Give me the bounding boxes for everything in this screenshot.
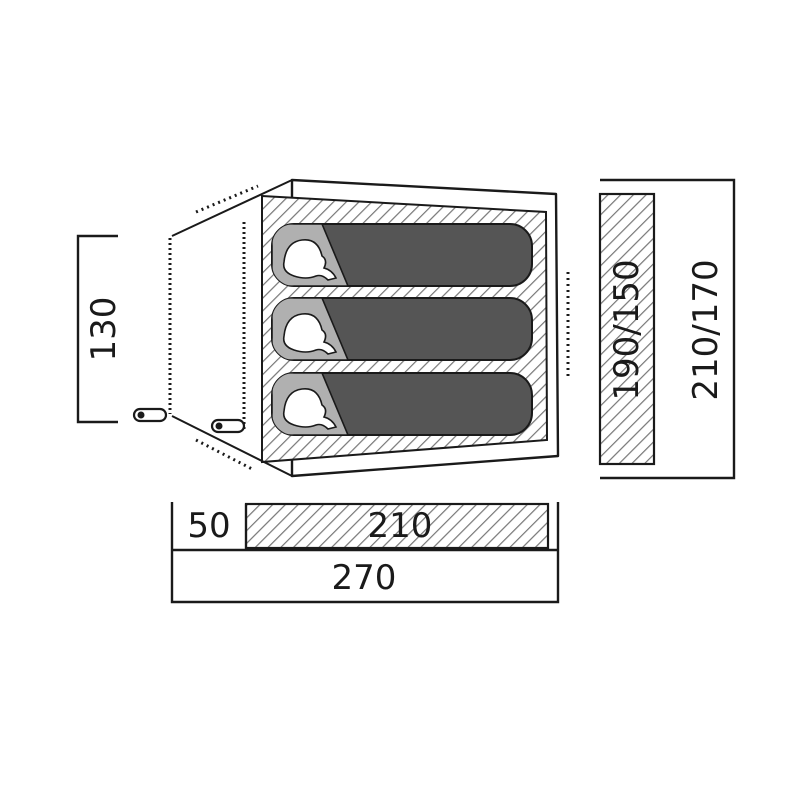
length-dimension-frame bbox=[170, 502, 560, 604]
vestibule-outline bbox=[171, 179, 293, 477]
vestibule-width-dimension: 130 bbox=[76, 234, 124, 424]
vestibule-depth-label: 50 bbox=[187, 506, 230, 546]
guy-line-top bbox=[195, 184, 259, 214]
door-peg-icon bbox=[132, 407, 168, 423]
total-length-label: 270 bbox=[332, 558, 397, 598]
sleeper-head-icon bbox=[282, 313, 338, 355]
outer-width-label: 210/170 bbox=[686, 259, 726, 400]
inner-width-dimension: 190/150 bbox=[598, 192, 656, 466]
sleeping-pad-1 bbox=[271, 223, 533, 287]
inner-length-label: 210 bbox=[368, 506, 433, 546]
door-peg-icon bbox=[210, 418, 246, 434]
sleeping-pad-3 bbox=[271, 372, 533, 436]
inner-length-bar bbox=[244, 502, 550, 550]
length-dimensions: 50 210 270 bbox=[170, 502, 560, 604]
vestibule-width-label: 130 bbox=[84, 297, 124, 362]
outer-width-dimension: 210/170 bbox=[600, 178, 736, 480]
sleeper-head-icon bbox=[282, 239, 338, 281]
sleeper-head-icon bbox=[282, 388, 338, 430]
sleeping-pads bbox=[271, 223, 533, 436]
sleeping-pad-2 bbox=[271, 297, 533, 361]
guy-line-bottom bbox=[195, 438, 255, 472]
inner-width-label: 190/150 bbox=[607, 259, 647, 400]
